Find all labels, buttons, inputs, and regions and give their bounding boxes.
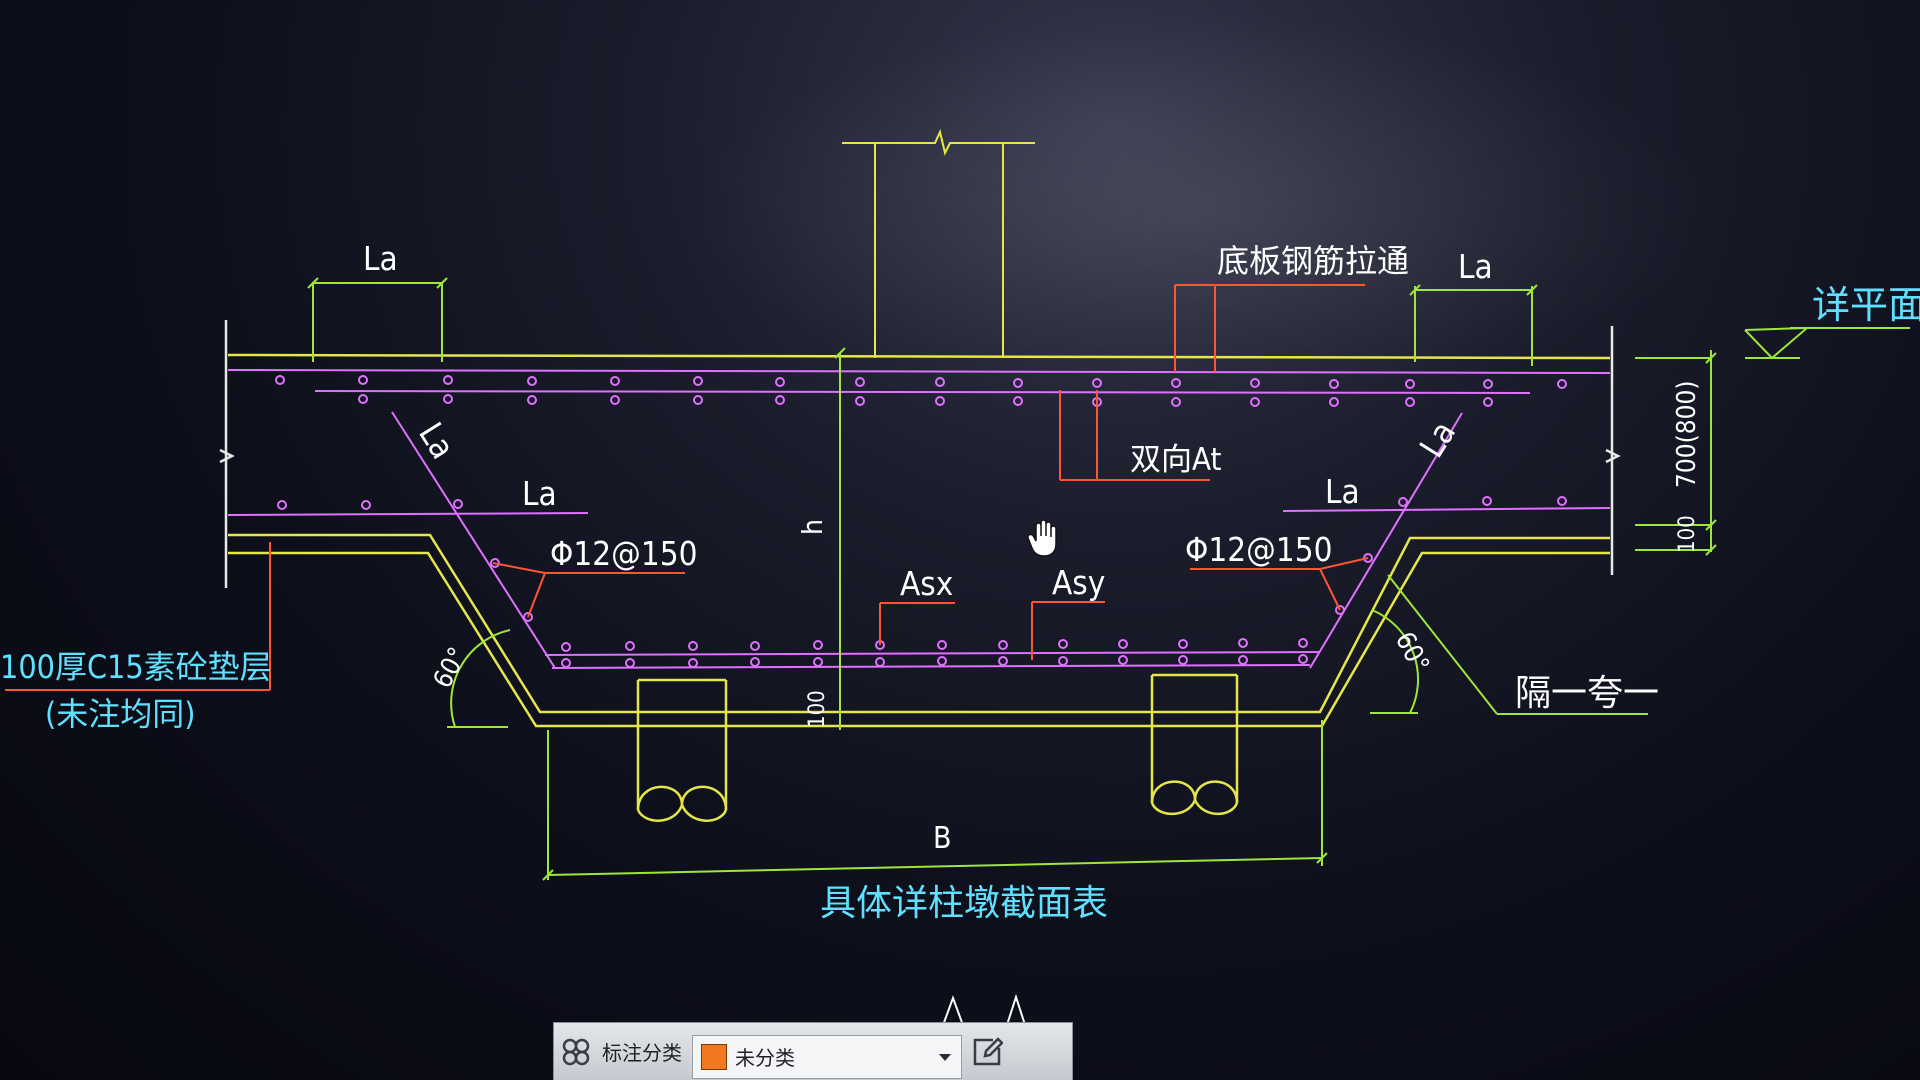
la-top-left-label: La — [363, 239, 398, 278]
piles — [636, 673, 1239, 822]
la-top-right-label: La — [1458, 247, 1493, 286]
annotation-category-label: 标注分类 — [602, 1041, 682, 1065]
cushion-label-line2: (未注均同) — [45, 695, 195, 733]
angle-right-label: 60° — [1389, 627, 1435, 678]
asy-label: Asy — [1052, 563, 1105, 602]
bidirectional-at-label: 双向At — [1130, 442, 1222, 478]
edit-icon[interactable] — [962, 1023, 1012, 1080]
la-slope-right-label: La — [1412, 414, 1463, 464]
annotation-category-select[interactable]: 未分类 — [692, 1034, 962, 1079]
asx-label: Asx — [900, 564, 953, 603]
leader-lines — [5, 284, 1369, 691]
rebar-dots-mid — [277, 496, 1567, 622]
category-color-swatch — [701, 1043, 727, 1070]
detail-plan-symbol — [1744, 326, 1910, 360]
slab-outline — [227, 353, 1611, 728]
cushion-label-line1: 100厚C15素砼垫层 — [0, 648, 272, 686]
rebar-dots-top — [275, 375, 1567, 407]
category-select-value: 未分类 — [735, 1046, 795, 1070]
la-mid-right-label: La — [1325, 472, 1360, 511]
every-other-label: 隔一夸一 — [1515, 673, 1659, 714]
la-slope-left-label: La — [411, 416, 462, 466]
rebar-tie-label: 底板钢筋拉通 — [1217, 242, 1409, 280]
dim-thickness-label: 700(800) — [1672, 380, 1702, 488]
rebar-lines — [227, 369, 1611, 669]
width-b-label: B — [933, 821, 952, 856]
height-h-label: h — [796, 519, 829, 535]
dimension-lines — [307, 277, 1717, 881]
cluster-icon[interactable] — [554, 1023, 598, 1080]
dim-100-bottom-label: 100 — [805, 690, 830, 728]
pile-table-note: 具体详柱墩截面表 — [820, 883, 1108, 924]
angle-left-label: 60° — [428, 643, 474, 694]
rebar-spacing-right-label: Φ12@150 — [1185, 530, 1333, 569]
hand-pan-icon — [1027, 519, 1057, 557]
detail-plan-label: 详平面 — [1812, 283, 1920, 327]
dim-100-right-label: 100 — [1675, 515, 1700, 553]
triangle-markers — [941, 993, 1027, 1029]
column — [842, 128, 1035, 358]
section-break-lines — [219, 320, 1621, 588]
chevron-down-icon — [939, 1053, 951, 1061]
rebar-spacing-left-label: Φ12@150 — [550, 534, 698, 573]
la-mid-left-label: La — [522, 474, 557, 513]
annotation-toolbar: 标注分类 未分类 — [553, 1022, 1073, 1080]
